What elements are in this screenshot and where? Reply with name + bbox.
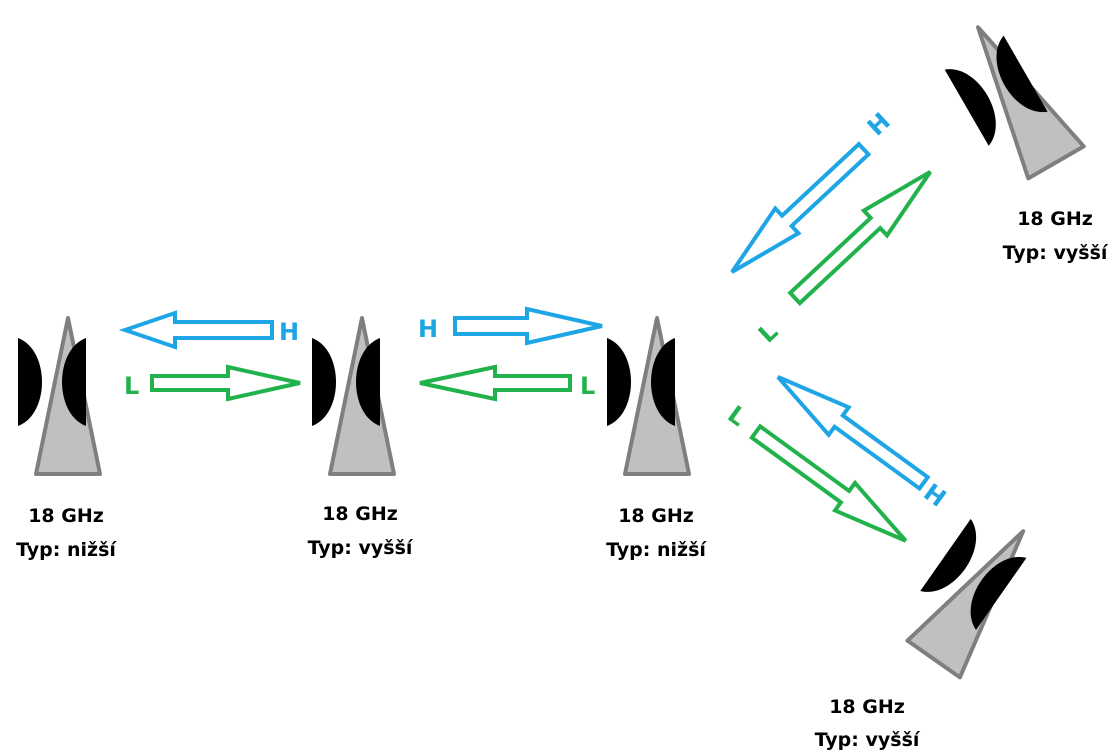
station-label-2: 18 GHz Typ: vyšší (308, 503, 414, 559)
antenna-mast-icon (932, 9, 1086, 190)
frequency-label: 18 GHz (28, 505, 104, 527)
station-label-1: 18 GHz Typ: nižší (16, 505, 117, 561)
station-label-3: 18 GHz Typ: nižší (606, 505, 707, 561)
type-label: Typ: vyšší (308, 537, 414, 559)
antenna-mast-icon (310, 316, 396, 476)
antenna-station-1 (16, 316, 102, 476)
hollow-arrow-icon (749, 423, 908, 543)
station-label-5: 18 GHz Typ: vyšší (815, 696, 921, 751)
band-label-h: H (279, 318, 299, 346)
frequency-label: 18 GHz (829, 696, 905, 718)
hollow-arrow-icon (453, 306, 603, 346)
antenna-mast-icon (605, 316, 691, 476)
hollow-arrow-icon (787, 170, 932, 306)
hollow-arrow-icon (730, 141, 872, 274)
hollow-arrow-icon (118, 310, 274, 350)
antenna-station-4 (932, 9, 1086, 190)
antenna-station-2 (310, 316, 396, 476)
band-label-l: L (580, 372, 595, 400)
band-label-l: L (753, 317, 783, 348)
hollow-arrow-icon (419, 364, 572, 402)
antenna-station-5 (890, 500, 1052, 680)
type-label: Typ: vyšší (1003, 242, 1109, 264)
type-label: Typ: nižší (606, 539, 707, 561)
band-label-l: L (722, 400, 751, 432)
type-label: Typ: vyšší (815, 729, 921, 751)
band-label-l: L (124, 372, 139, 400)
hollow-arrow-icon (776, 375, 931, 492)
frequency-label: 18 GHz (1017, 208, 1093, 230)
type-label: Typ: nižší (16, 539, 117, 561)
frequency-label: 18 GHz (322, 503, 398, 525)
band-label-h: H (862, 107, 896, 141)
station-label-4: 18 GHz Typ: vyšší (1003, 208, 1109, 264)
frequency-label: 18 GHz (618, 505, 694, 527)
antenna-mast-icon (890, 500, 1052, 680)
band-label-h: H (418, 315, 438, 343)
hollow-arrow-icon (150, 364, 301, 402)
antenna-mast-icon (16, 316, 102, 476)
antenna-station-3 (605, 316, 691, 476)
